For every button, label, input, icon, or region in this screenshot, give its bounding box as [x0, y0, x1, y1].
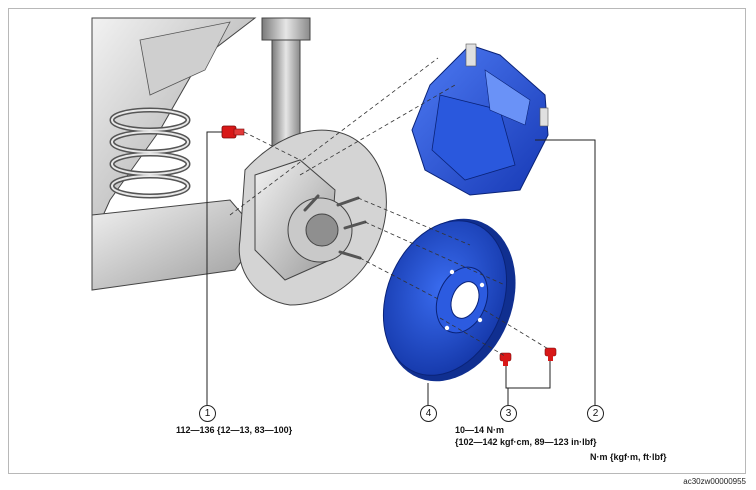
callout-1: 1: [199, 405, 216, 422]
torque-label-screw-line1: 10—14 N·m: [455, 425, 505, 435]
disc-screw-1: [499, 352, 512, 366]
alignment-lines: [229, 57, 551, 357]
callout-4: 4: [420, 405, 437, 422]
callout-2: 2: [587, 405, 604, 422]
figure-code: ac30zw00000955: [683, 477, 746, 486]
disc-screw-2: [544, 347, 557, 361]
torque-label-bolt: 112—136 {12—13, 83—100}: [176, 425, 293, 435]
suspension-assembly: [91, 17, 387, 306]
brake-caliper: [411, 43, 549, 196]
diagram-frame: [8, 8, 746, 474]
leader-lines: [206, 131, 596, 405]
callout-3: 3: [500, 405, 517, 422]
units-note: N·m {kgf·m, ft·lbf}: [590, 452, 667, 462]
brake-disc: [382, 218, 516, 382]
caliper-bracket-bolt: [221, 125, 245, 139]
torque-label-screw-line2: {102—142 kgf·cm, 89—123 in·lbf}: [455, 437, 597, 447]
